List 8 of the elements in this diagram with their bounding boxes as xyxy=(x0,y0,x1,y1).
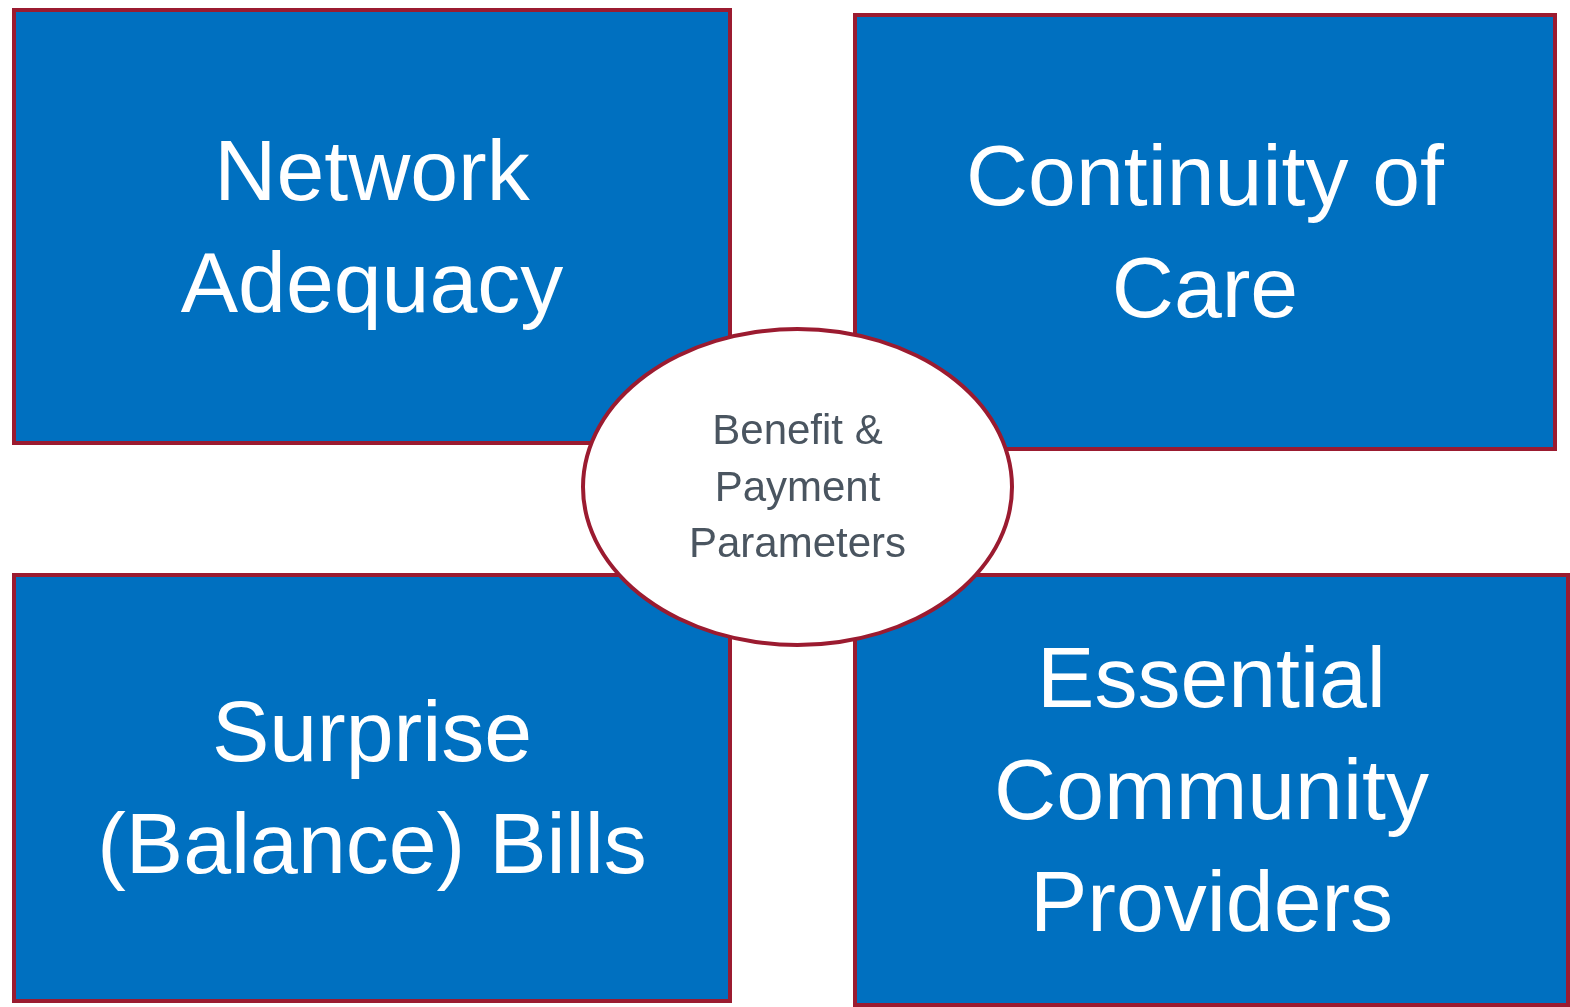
topic-label: Surprise (Balance) Bills xyxy=(96,682,648,893)
topic-label: Network Adequacy xyxy=(179,120,565,332)
topic-box xyxy=(853,13,1557,451)
topic-label: Essential Community Providers xyxy=(993,628,1430,951)
topic-box xyxy=(853,573,1570,1007)
center-label: Benefit & Payment Parameters xyxy=(687,404,908,569)
topic-box xyxy=(12,573,732,1003)
topic-label: Continuity of Care xyxy=(964,126,1445,337)
